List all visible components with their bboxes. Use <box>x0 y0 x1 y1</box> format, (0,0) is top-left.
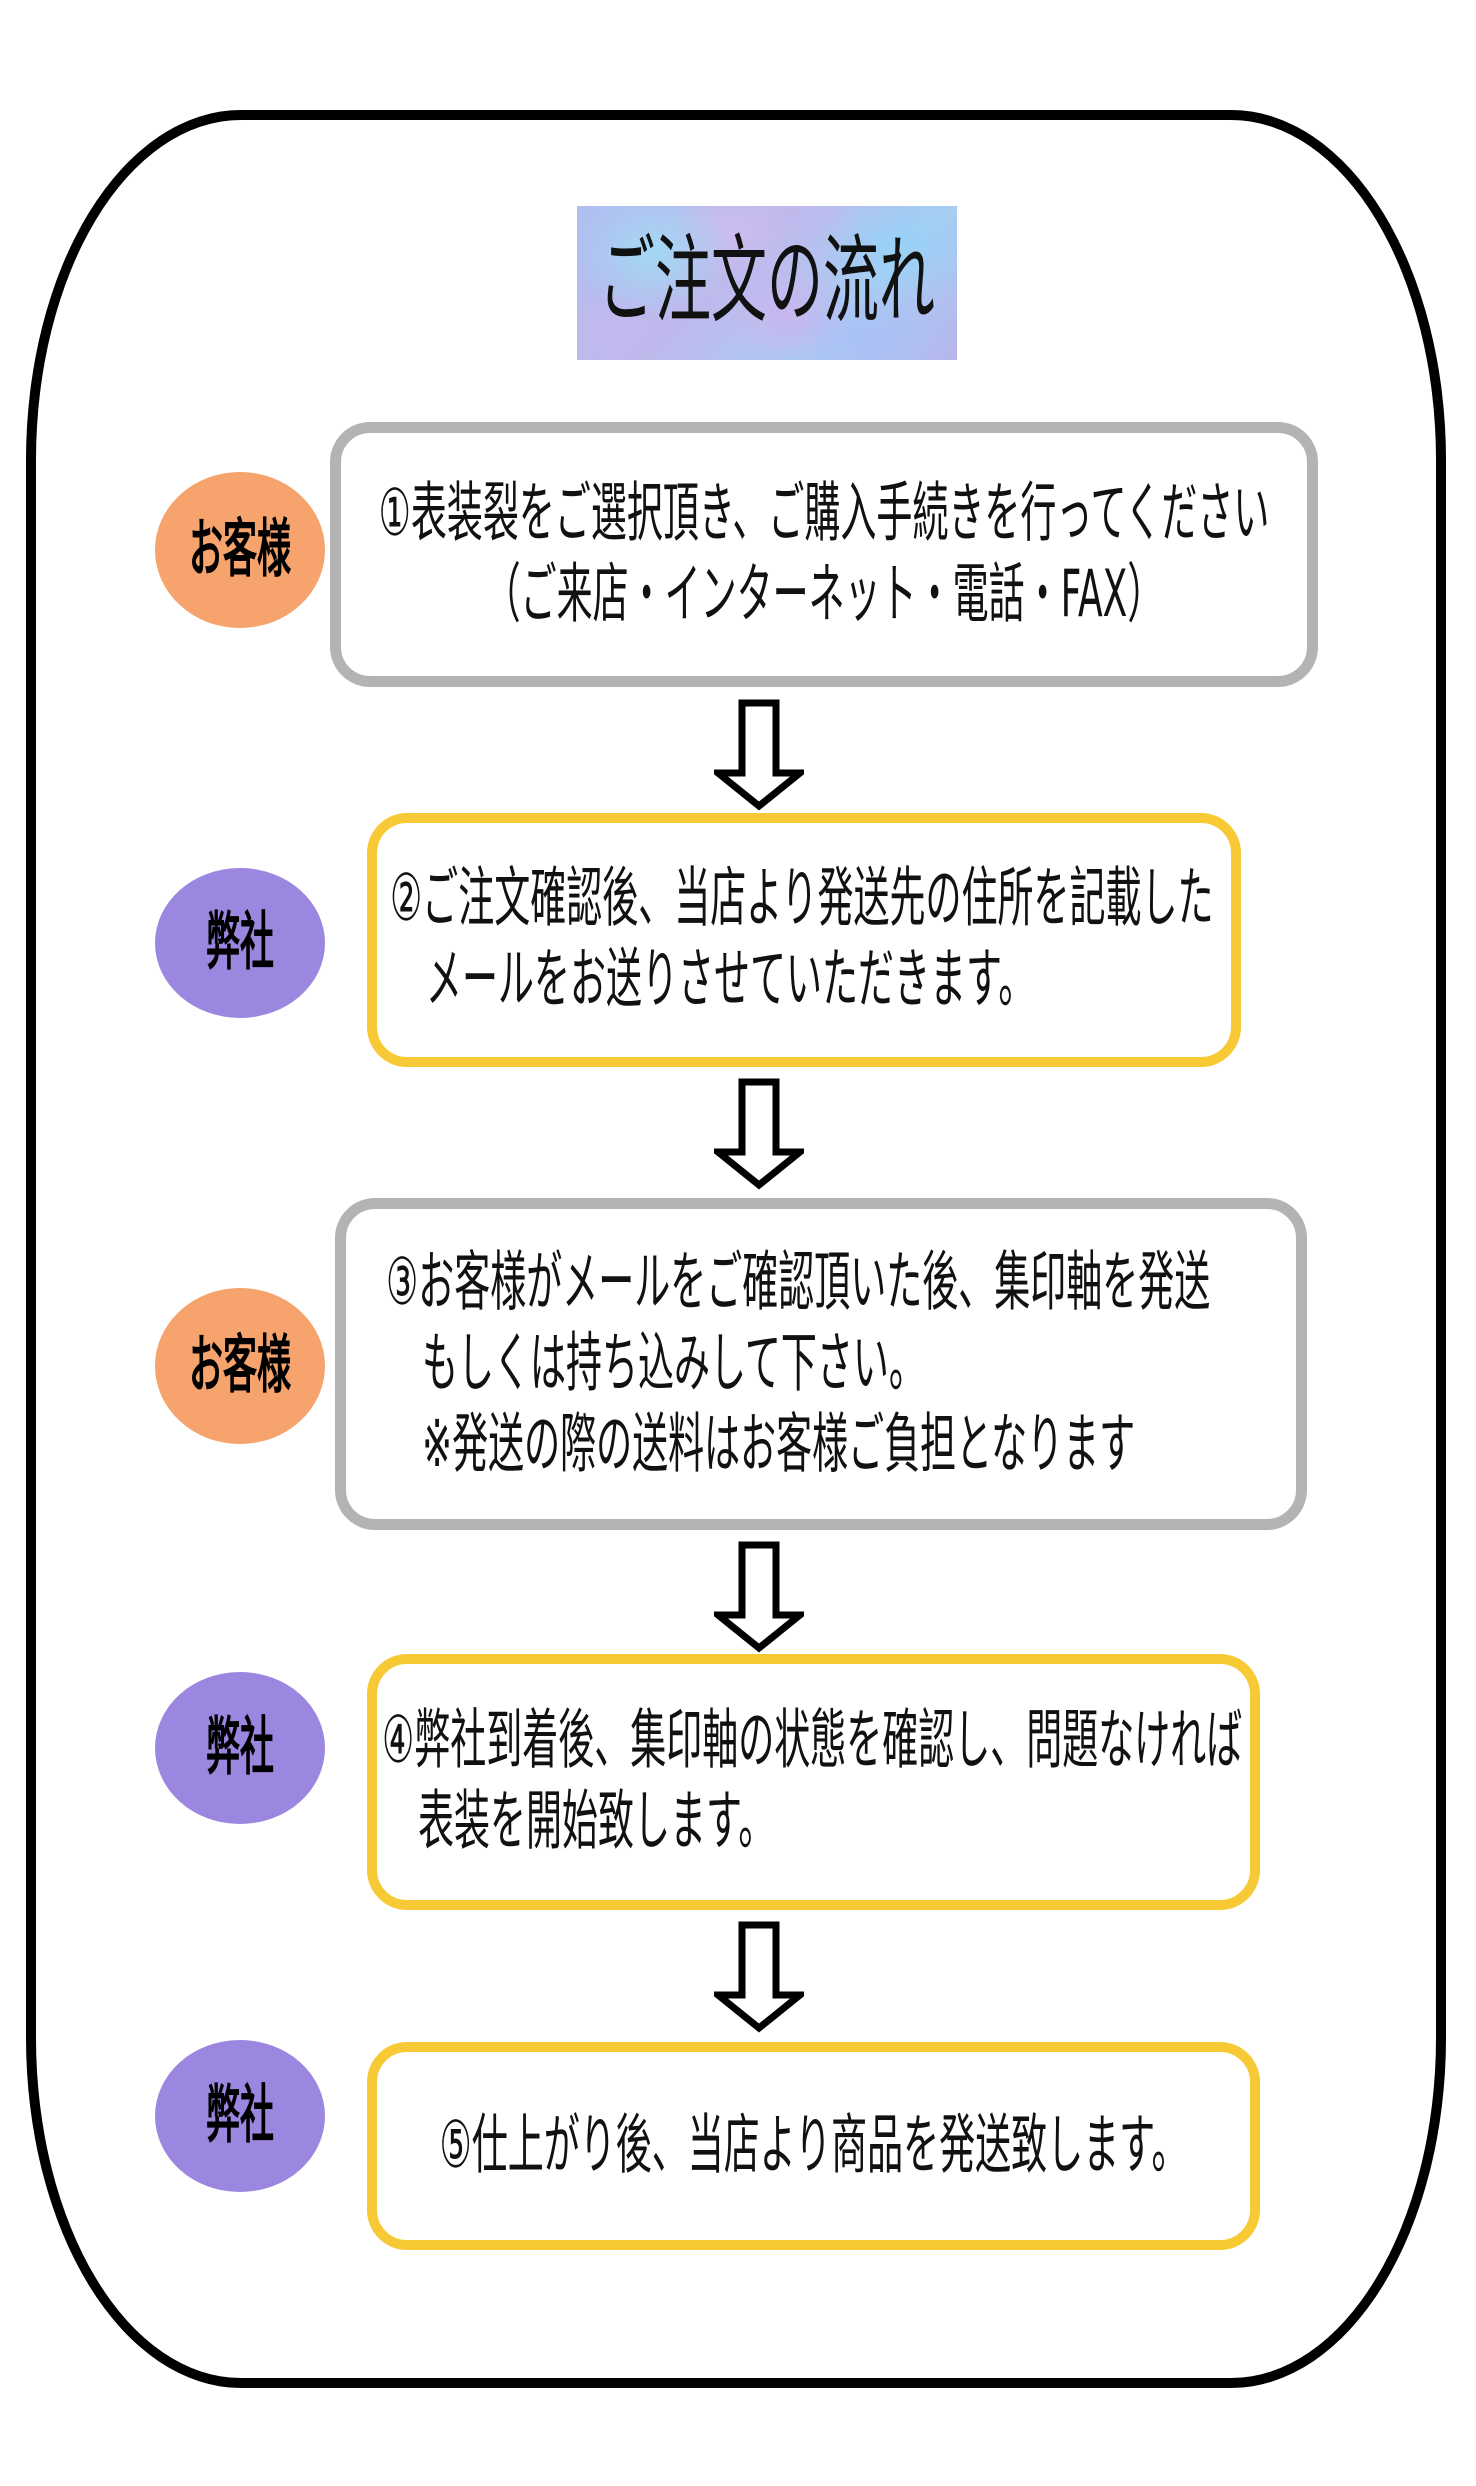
step-line: メールをお送りさせていただきます。 <box>426 943 1035 1018</box>
step-line: ①表装裂をご選択頂き、ご購入手続きを行ってください <box>378 477 1270 551</box>
actor-badge-customer: お客様 <box>155 472 325 628</box>
step-text: ②ご注文確認後、当店より発送先の住所を記載した メールをお送りさせていただきます… <box>390 859 1231 1021</box>
actor-badge-company: 弊社 <box>155 1672 325 1824</box>
step-box-5: ⑤仕上がり後、当店より商品を発送致します。 <box>367 2042 1260 2250</box>
down-arrow-shape <box>714 1541 804 1653</box>
step-line: ④弊社到着後、集印軸の状態を確認し、問題なければ <box>382 1704 1243 1779</box>
down-arrow-shape <box>714 699 804 811</box>
down-arrow-shape <box>714 1921 804 2033</box>
actor-badge-company: 弊社 <box>155 2040 325 2192</box>
step-text: ①表装裂をご選択頂き、ご購入手続きを行ってください （ご来店・インターネット・電… <box>341 474 1307 636</box>
step-line: 表装を開始致します。 <box>418 1785 775 1860</box>
step-line: ③お客様がメールをご確認頂いた後、集印軸を発送 <box>386 1246 1211 1320</box>
title-banner: ご注文の流れ <box>577 206 957 360</box>
down-arrow-icon <box>714 1541 804 1653</box>
step-line: ②ご注文確認後、当店より発送先の住所を記載した <box>390 862 1214 937</box>
step-box-1: ①表装裂をご選択頂き、ご購入手続きを行ってください （ご来店・インターネット・電… <box>330 422 1318 687</box>
down-arrow-shape <box>714 1078 804 1190</box>
step-box-2: ②ご注文確認後、当店より発送先の住所を記載した メールをお送りさせていただきます… <box>367 813 1241 1067</box>
step-line: （ご来店・インターネット・電話・FAX） <box>484 558 1164 632</box>
actor-label: お客様 <box>189 1329 291 1403</box>
step-box-3: ③お客様がメールをご確認頂いた後、集印軸を発送 もしくは持ち込みして下さい。 ※… <box>335 1198 1307 1530</box>
step-box-4: ④弊社到着後、集印軸の状態を確認し、問題なければ 表装を開始致します。 <box>367 1654 1260 1910</box>
actor-label: お客様 <box>189 513 291 587</box>
step-text: ④弊社到着後、集印軸の状態を確認し、問題なければ 表装を開始致します。 <box>382 1701 1250 1863</box>
step-text: ③お客様がメールをご確認頂いた後、集印軸を発送 もしくは持ち込みして下さい。 ※… <box>386 1243 1296 1486</box>
actor-label: 弊社 <box>206 906 274 980</box>
rounded-frame <box>26 110 1446 2388</box>
page-title: ご注文の流れ <box>599 226 935 338</box>
actor-badge-customer: お客様 <box>155 1288 325 1444</box>
step-line: もしくは持ち込みして下さい。 <box>422 1327 925 1401</box>
step-line: ※発送の際の送料はお客様ご負担となります <box>422 1408 1136 1482</box>
actor-label: 弊社 <box>206 1711 274 1785</box>
actor-label: 弊社 <box>206 2079 274 2153</box>
step-line: ⑤仕上がり後、当店より商品を発送致します。 <box>439 2109 1188 2183</box>
down-arrow-icon <box>714 1078 804 1190</box>
down-arrow-icon <box>714 699 804 811</box>
step-text: ⑤仕上がり後、当店より商品を発送致します。 <box>377 2106 1250 2187</box>
down-arrow-icon <box>714 1921 804 2033</box>
actor-badge-company: 弊社 <box>155 868 325 1018</box>
